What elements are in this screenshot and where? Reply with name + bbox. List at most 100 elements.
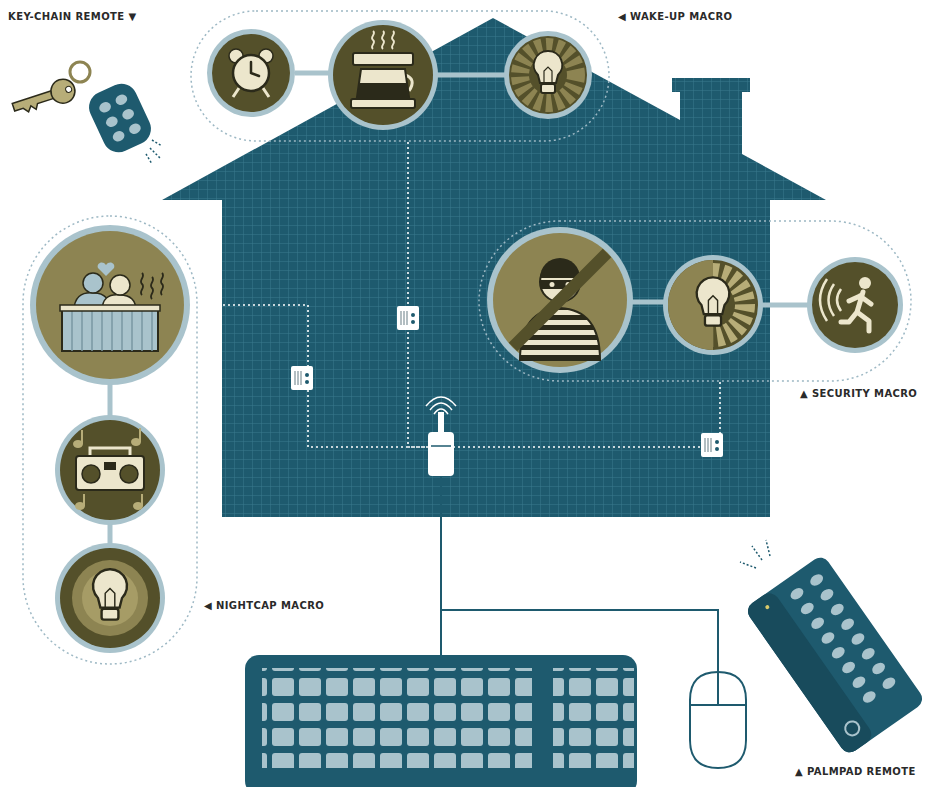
alarm-clock-icon: [251, 62, 259, 76]
light-bulb-icon: [544, 67, 552, 83]
motion-sensor-icon: [820, 279, 841, 321]
palmpad-remote: [829, 601, 846, 617]
palmpad-remote: [788, 572, 897, 705]
macro-outline: [23, 216, 197, 664]
key-chain-remote: [127, 122, 142, 136]
light-bulb-icon: [663, 255, 763, 355]
light-bulb-icon: [534, 51, 562, 83]
burglar-icon: [487, 227, 633, 373]
burglar-icon: [550, 282, 555, 287]
palmpad-remote: [809, 615, 826, 631]
macro-group: ◀ NIGHTCAP MACRO: [22, 215, 198, 665]
appliance-module: [401, 311, 407, 325]
stereo-icon: [83, 494, 85, 506]
macro-outline: [191, 11, 609, 141]
palmpad-remote: [850, 674, 867, 690]
transceiver: [431, 445, 451, 447]
stereo-icon: [132, 439, 140, 445]
light-bulb-icon: [93, 569, 127, 607]
light-bulb-icon: [708, 296, 717, 314]
key-chain-remote: [70, 62, 90, 82]
burglar-icon: [513, 253, 607, 347]
coffee-maker-icon: [328, 20, 438, 130]
burglar-icon: [493, 233, 627, 367]
palmpad-remote: [870, 660, 887, 676]
light-bulb-icon: [520, 47, 576, 103]
coffee-maker-icon: [328, 20, 438, 130]
stereo-icon: [76, 503, 84, 509]
alarm-clock-icon: [233, 55, 269, 91]
stereo-icon: [141, 494, 143, 506]
palmpad-remote: [740, 540, 926, 756]
stereo-icon: [60, 420, 160, 520]
key-chain-remote: [121, 107, 136, 121]
palmpad-remote: [808, 572, 825, 588]
motion-sensor-icon: [841, 292, 871, 331]
appliance-module: [715, 440, 719, 444]
stereo-icon: [134, 503, 142, 509]
signal-wire: [408, 142, 428, 447]
macro-group: ◀ WAKE-UP MACRO: [190, 10, 610, 142]
key-chain-remote: [84, 78, 156, 157]
key-chain-remote: [12, 90, 56, 115]
palmpad-remote: [830, 645, 847, 661]
macro-link: [110, 73, 809, 545]
light-bulb-icon: [82, 570, 138, 626]
alarm-clock-icon: [207, 29, 295, 117]
burglar-icon: [487, 227, 633, 373]
appliance-module: [411, 313, 415, 317]
palmpad-remote: [880, 675, 897, 691]
palmpad-remote: [740, 540, 770, 568]
palmpad-remote: [819, 630, 836, 646]
appliance-module: [295, 371, 301, 385]
macro-label: ◀ NIGHTCAP MACRO: [204, 600, 324, 612]
motion-sensor-icon: [859, 277, 871, 289]
motion-sensor-icon: [807, 257, 903, 353]
macro-outline: [22, 215, 198, 665]
stereo-icon: [82, 465, 100, 483]
coffee-maker-icon: [351, 99, 415, 108]
keyboard: [553, 668, 634, 768]
macro-link: [108, 383, 113, 417]
appliance-module: [291, 366, 313, 390]
appliance-module: [701, 433, 723, 457]
hot-tub-icon: [98, 262, 115, 276]
hot-tub-icon: [72, 309, 152, 351]
device-label: KEY-CHAIN REMOTE ▼: [8, 11, 137, 23]
light-bulb-icon: [102, 609, 119, 620]
stereo-icon: [55, 415, 165, 525]
transceiver: [426, 397, 456, 476]
coffee-maker-icon: [372, 31, 394, 49]
macro-outline: [190, 10, 610, 142]
palmpad-remote: [799, 600, 816, 616]
palmpad-remote: [839, 616, 856, 632]
light-bulb-icon: [60, 548, 160, 648]
stereo-icon: [104, 462, 116, 470]
light-bulb-icon: [504, 31, 592, 119]
light-bulb-icon: [697, 277, 730, 314]
hot-tub-icon: [30, 225, 190, 385]
signal-wire: [198, 305, 428, 447]
coffee-maker-icon: [357, 69, 409, 97]
transceiver: [428, 432, 454, 476]
key-chain-remote: [98, 100, 113, 114]
palmpad-remote: [849, 631, 866, 647]
light-bulb-icon: [504, 31, 592, 119]
light-bulb-icon: [663, 255, 763, 355]
hot-tub-icon: [30, 225, 190, 385]
appliance-module: [715, 447, 719, 451]
palmpad-remote: [860, 646, 877, 662]
key-chain-remote: [10, 62, 162, 164]
alarm-clock-icon: [212, 34, 290, 112]
palmpad-remote: [744, 589, 875, 756]
computer-cable: [441, 476, 718, 672]
appliance-module: [411, 320, 415, 324]
light-bulb-icon: [541, 84, 555, 93]
key-chain-remote: [84, 78, 156, 157]
palmpad-remote: [861, 689, 878, 705]
macro-link: [761, 303, 809, 308]
stereo-icon: [74, 441, 82, 447]
